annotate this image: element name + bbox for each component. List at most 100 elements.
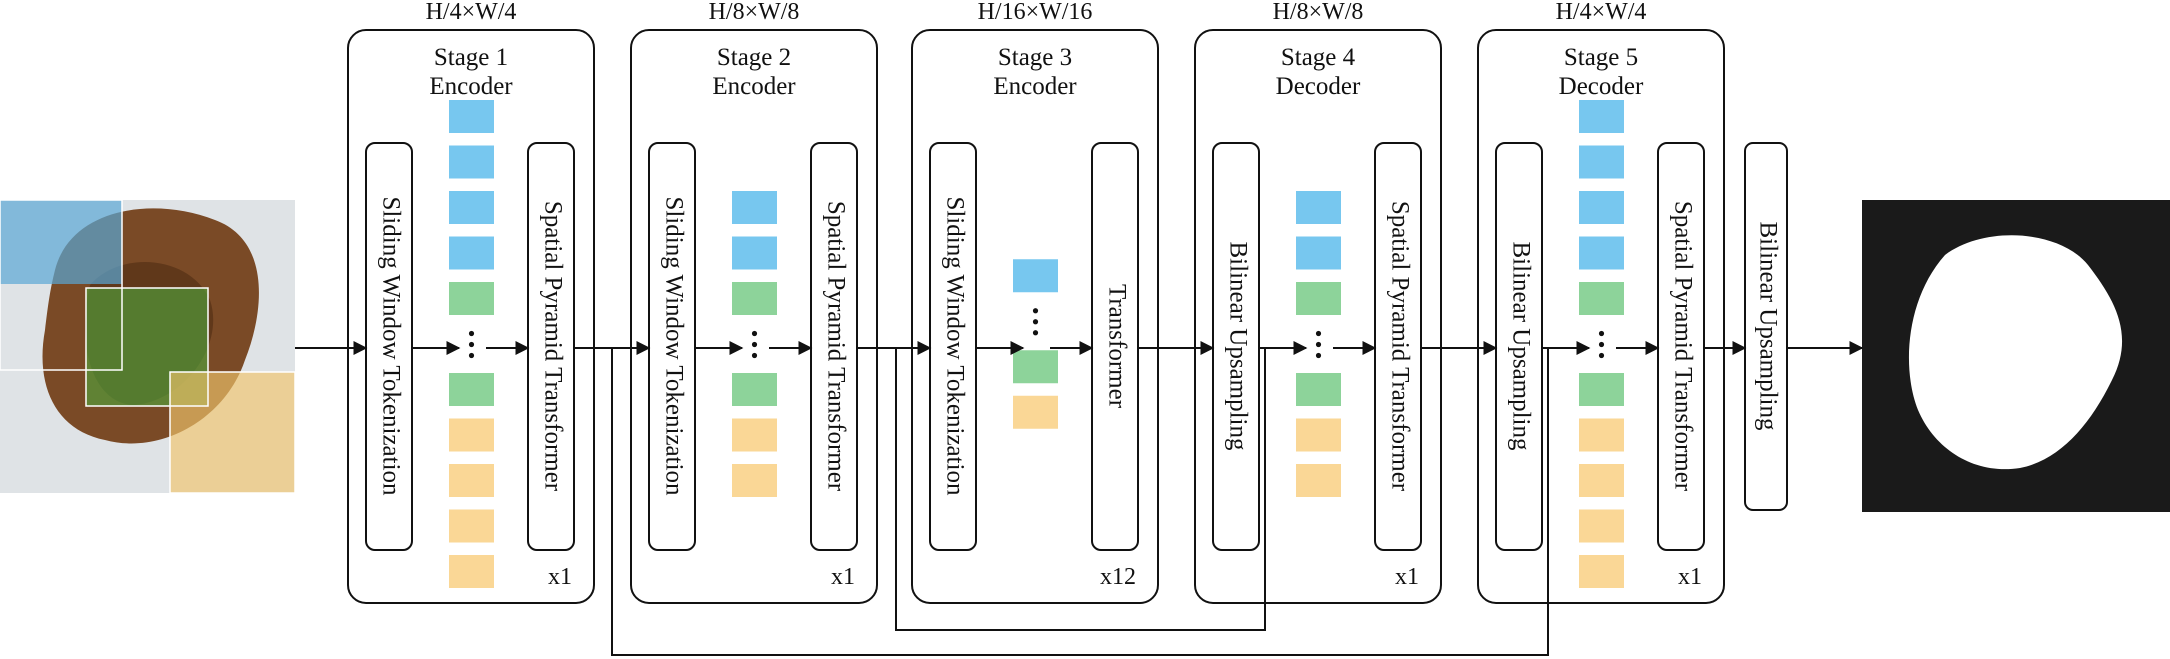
- token-ellipsis-dot: [1315, 330, 1322, 337]
- token-ellipsis-dot: [1598, 341, 1605, 348]
- stage-title: Stage 2: [717, 44, 791, 71]
- token-ellipsis-dot: [751, 352, 758, 359]
- right-module-label: Spatial Pyramid Transformer: [539, 201, 566, 492]
- token-yellow: [1579, 418, 1624, 452]
- token-ellipsis-dot: [1032, 330, 1039, 336]
- right-module-label: Spatial Pyramid Transformer: [822, 201, 849, 492]
- stage-role: Decoder: [1276, 73, 1361, 100]
- token-yellow: [1579, 509, 1624, 543]
- repeat-count: x12: [1100, 564, 1136, 590]
- token-blue: [449, 236, 494, 270]
- token-ellipsis-dot: [751, 330, 758, 337]
- right-module-label: Spatial Pyramid Transformer: [1386, 201, 1413, 492]
- stage-title: Stage 4: [1281, 44, 1356, 71]
- skip-connection: [895, 348, 1266, 631]
- token-blue: [1579, 236, 1624, 270]
- repeat-count: x1: [1678, 564, 1702, 590]
- token-ellipsis-dot: [1315, 341, 1322, 348]
- token-yellow: [449, 555, 494, 588]
- token-ellipsis-dot: [1315, 352, 1322, 359]
- token-blue: [732, 236, 777, 270]
- stage-role: Encoder: [712, 73, 796, 100]
- right-module-label: Transformer: [1103, 284, 1130, 409]
- token-yellow: [1579, 464, 1624, 497]
- stage-container: [1194, 29, 1442, 604]
- stage-container: [347, 29, 595, 604]
- stage-title: Stage 3: [998, 44, 1072, 71]
- token-blue: [1579, 191, 1624, 224]
- token-green: [732, 282, 777, 315]
- flow-connections: [295, 341, 1864, 656]
- token-blue: [1579, 145, 1624, 179]
- token-yellow: [1296, 418, 1341, 452]
- token-green: [1296, 282, 1341, 315]
- skip-connection: [611, 348, 1549, 656]
- stage-title: Stage 5: [1564, 44, 1638, 71]
- token-yellow: [449, 464, 494, 497]
- token-yellow: [449, 418, 494, 452]
- token-yellow: [732, 418, 777, 452]
- token-blue: [1579, 100, 1624, 133]
- stage-resolution-label: H/16×W/16: [978, 0, 1093, 25]
- token-ellipsis-dot: [1598, 330, 1605, 337]
- repeat-count: x1: [548, 564, 572, 590]
- stage-container: [911, 29, 1159, 604]
- token-blue: [449, 100, 494, 133]
- right-module-label: Spatial Pyramid Transformer: [1669, 201, 1696, 492]
- repeat-count: x1: [1395, 564, 1419, 590]
- token-ellipsis-dot: [751, 341, 758, 348]
- token-green: [1579, 373, 1624, 406]
- left-module-label: Sliding Window Tokenization: [660, 196, 687, 496]
- token-green: [449, 282, 494, 315]
- blue-window-overlay: [0, 200, 122, 284]
- token-blue: [1296, 191, 1341, 224]
- token-yellow: [449, 509, 494, 543]
- stage-title: Stage 1: [434, 44, 508, 71]
- stage-container: [630, 29, 878, 604]
- stage-role: Encoder: [429, 73, 513, 100]
- left-module-label: Bilinear Upsampling: [1224, 242, 1251, 451]
- token-green: [449, 373, 494, 406]
- stage-resolution-label: H/8×W/8: [709, 0, 800, 25]
- token-ellipsis-dot: [468, 330, 475, 337]
- token-blue: [449, 191, 494, 224]
- token-blue: [732, 191, 777, 224]
- token-ellipsis-dot: [1032, 319, 1039, 325]
- stage-role: Encoder: [993, 73, 1077, 100]
- token-blue: [1296, 236, 1341, 270]
- left-module-label: Sliding Window Tokenization: [377, 196, 404, 496]
- token-green: [1579, 282, 1624, 315]
- stage-resolution-label: H/4×W/4: [426, 0, 517, 25]
- yellow-window-overlay: [170, 372, 295, 493]
- token-ellipsis-dot: [1032, 308, 1039, 314]
- token-yellow: [732, 464, 777, 497]
- token-yellow: [1579, 555, 1624, 588]
- token-ellipsis-dot: [468, 341, 475, 348]
- final-bilinear-upsampling-label: Bilinear Upsampling: [1754, 222, 1781, 431]
- token-ellipsis-dot: [468, 352, 475, 359]
- output-mask: [1862, 200, 2170, 512]
- stage-resolution-label: H/8×W/8: [1273, 0, 1364, 25]
- token-yellow: [1296, 464, 1341, 497]
- token-green: [1296, 373, 1341, 406]
- final-bilinear-upsampling-box: [1744, 142, 1788, 511]
- token-blue: [1013, 259, 1058, 293]
- stage-resolution-label: H/4×W/4: [1556, 0, 1647, 25]
- token-blue: [449, 145, 494, 179]
- left-module-label: Sliding Window Tokenization: [941, 196, 968, 496]
- token-green: [732, 373, 777, 406]
- stage-role: Decoder: [1559, 73, 1644, 100]
- input-image: [0, 199, 296, 494]
- left-module-label: Bilinear Upsampling: [1507, 242, 1534, 451]
- token-green: [1013, 350, 1058, 384]
- token-yellow: [1013, 395, 1058, 429]
- repeat-count: x1: [831, 564, 855, 590]
- token-ellipsis-dot: [1598, 352, 1605, 359]
- stage-container: [1477, 29, 1725, 604]
